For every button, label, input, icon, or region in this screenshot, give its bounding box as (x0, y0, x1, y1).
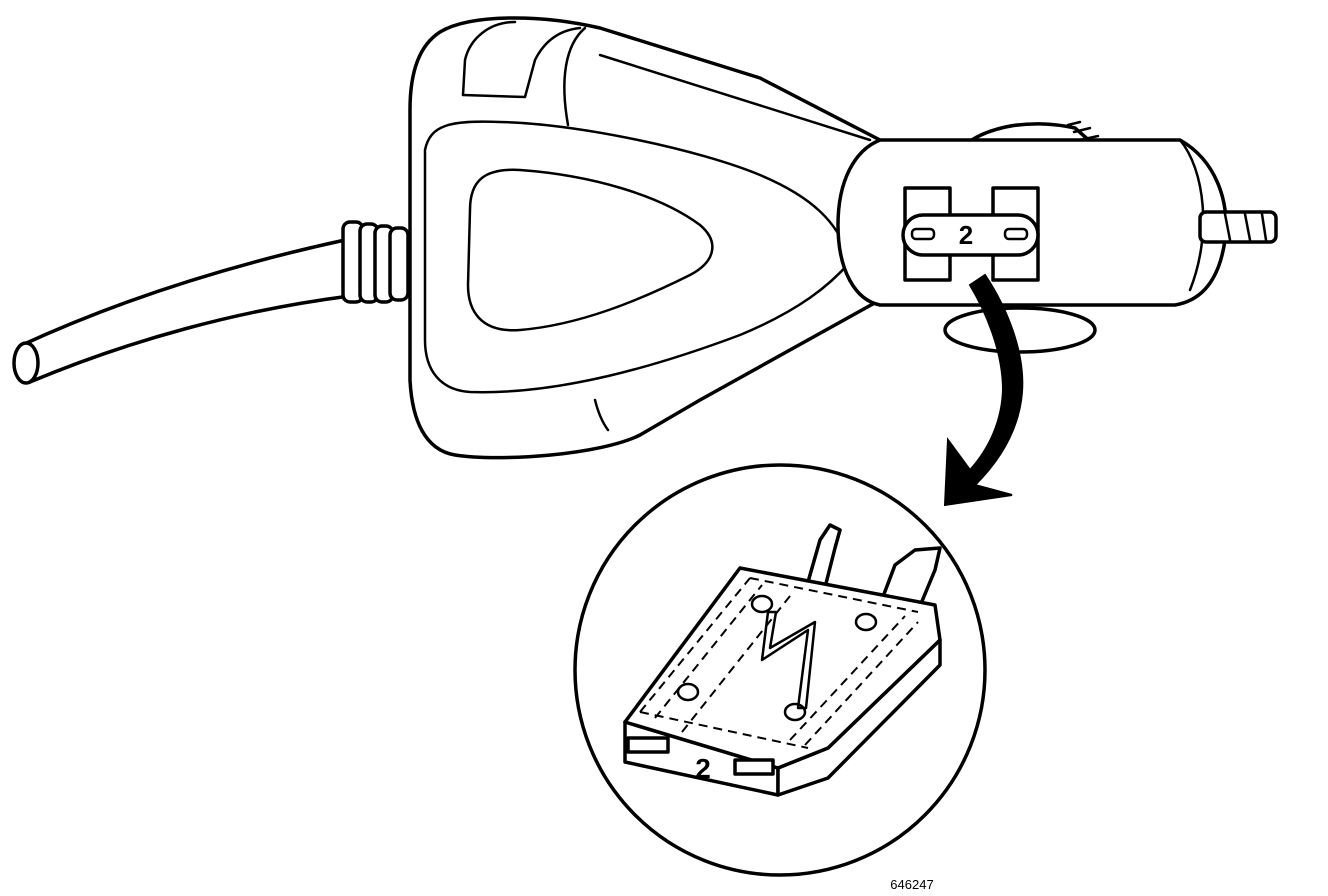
figure-id: 646247 (890, 877, 933, 892)
plug-body (408, 16, 882, 460)
fuse-body-label: 2 (695, 753, 711, 784)
fuse-closeup: 2 (623, 523, 942, 797)
power-cable (12, 238, 352, 385)
detail-magnifier (573, 463, 987, 877)
fuse-rating-label: 2 (959, 220, 973, 250)
fuse-in-plug: 2 (901, 186, 1040, 282)
callout-arrow (943, 273, 1024, 507)
strain-relief (341, 220, 410, 304)
